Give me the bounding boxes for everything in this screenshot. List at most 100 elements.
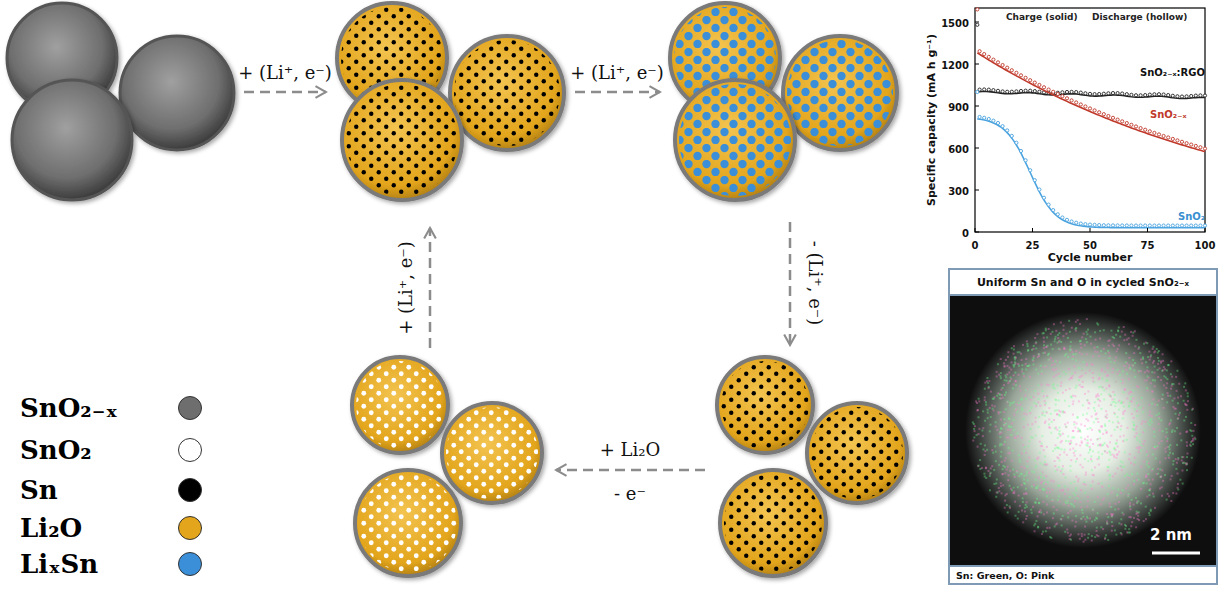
element-speckle	[1069, 331, 1071, 333]
element-speckle	[1006, 504, 1008, 506]
element-speckle	[974, 425, 976, 427]
element-speckle	[1124, 388, 1126, 390]
discharge-marker	[1075, 101, 1078, 104]
element-speckle	[1036, 333, 1038, 335]
element-speckle	[1040, 512, 1042, 514]
discharge-marker	[1180, 140, 1183, 143]
element-speckle	[1139, 441, 1141, 443]
element-speckle	[1074, 494, 1076, 496]
element-speckle	[1094, 331, 1096, 333]
discharge-marker	[1167, 136, 1170, 139]
element-speckle	[1187, 395, 1189, 397]
element-speckle	[1035, 368, 1037, 370]
element-speckle	[1092, 443, 1094, 445]
element-speckle	[1128, 458, 1130, 460]
element-speckle	[1099, 431, 1101, 433]
element-speckle	[1062, 473, 1064, 475]
element-speckle	[1177, 402, 1179, 404]
element-speckle	[972, 421, 974, 423]
element-speckle	[1153, 435, 1155, 437]
discharge-marker	[1153, 131, 1156, 134]
element-speckle	[1154, 385, 1156, 387]
element-speckle	[1169, 452, 1171, 454]
element-speckle	[1070, 539, 1072, 541]
element-speckle	[1013, 374, 1015, 376]
discharge-marker	[1061, 95, 1064, 98]
element-speckle	[1021, 399, 1023, 401]
element-speckle	[1014, 408, 1016, 410]
element-speckle	[1072, 355, 1074, 357]
element-speckle	[1000, 358, 1002, 360]
element-speckle	[1103, 389, 1105, 391]
element-speckle	[1169, 395, 1171, 397]
tick-mark	[975, 190, 979, 191]
element-speckle	[1116, 416, 1118, 418]
element-speckle	[1056, 447, 1058, 449]
element-speckle	[999, 436, 1001, 438]
element-speckle	[984, 444, 986, 446]
element-speckle	[1043, 513, 1045, 515]
element-speckle	[1040, 365, 1042, 367]
element-speckle	[979, 459, 981, 461]
element-speckle	[1055, 426, 1057, 428]
element-speckle	[1000, 428, 1002, 430]
element-speckle	[1136, 479, 1138, 481]
element-speckle	[1035, 417, 1037, 419]
element-speckle	[1013, 487, 1015, 489]
discharge-marker	[1190, 224, 1193, 227]
element-speckle	[1185, 404, 1187, 406]
element-speckle	[1153, 351, 1155, 353]
element-speckle	[1072, 375, 1074, 377]
element-speckle	[1172, 492, 1174, 494]
discharge-marker	[1015, 71, 1018, 74]
element-speckle	[1147, 473, 1149, 475]
element-speckle	[1086, 318, 1088, 320]
element-speckle	[1157, 468, 1159, 470]
element-speckle	[1130, 391, 1132, 393]
element-speckle	[1031, 471, 1033, 473]
element-speckle	[1026, 466, 1028, 468]
element-speckle	[1092, 508, 1094, 510]
element-speckle	[1109, 505, 1111, 507]
element-speckle	[1136, 415, 1138, 417]
element-speckle	[1092, 377, 1094, 379]
element-speckle	[1145, 518, 1147, 520]
element-speckle	[1163, 384, 1165, 386]
element-speckle	[1024, 395, 1026, 397]
dot-fill	[356, 361, 444, 449]
element-speckle	[1041, 443, 1043, 445]
element-speckle	[1120, 402, 1122, 404]
element-speckle	[1178, 414, 1180, 416]
element-speckle	[1118, 344, 1120, 346]
discharge-marker	[1139, 224, 1142, 227]
element-speckle	[1116, 494, 1118, 496]
discharge-marker	[1079, 222, 1082, 225]
element-speckle	[1160, 379, 1162, 381]
element-speckle	[1037, 526, 1039, 528]
element-speckle	[1148, 512, 1150, 514]
element-speckle	[1098, 429, 1100, 431]
element-speckle	[1122, 489, 1124, 491]
element-speckle	[1122, 440, 1124, 442]
element-speckle	[1044, 352, 1046, 354]
legend-swatch	[178, 516, 202, 540]
element-speckle	[1045, 475, 1047, 477]
element-speckle	[1055, 336, 1057, 338]
element-speckle	[1001, 461, 1003, 463]
tick-label-holder: 0	[972, 235, 979, 253]
element-speckle	[1018, 475, 1020, 477]
element-speckle	[1064, 449, 1066, 451]
element-speckle	[1007, 511, 1009, 513]
element-speckle	[1191, 457, 1193, 459]
element-speckle	[1128, 357, 1130, 359]
element-speckle	[1021, 466, 1023, 468]
discharge-marker	[1157, 224, 1160, 227]
tick-label: 1500	[941, 18, 969, 29]
element-speckle	[1182, 462, 1184, 464]
element-speckle	[1031, 423, 1033, 425]
element-speckle	[1107, 350, 1109, 352]
element-speckle	[1082, 466, 1084, 468]
element-speckle	[1043, 482, 1045, 484]
element-speckle	[1013, 429, 1015, 431]
element-speckle	[989, 430, 991, 432]
